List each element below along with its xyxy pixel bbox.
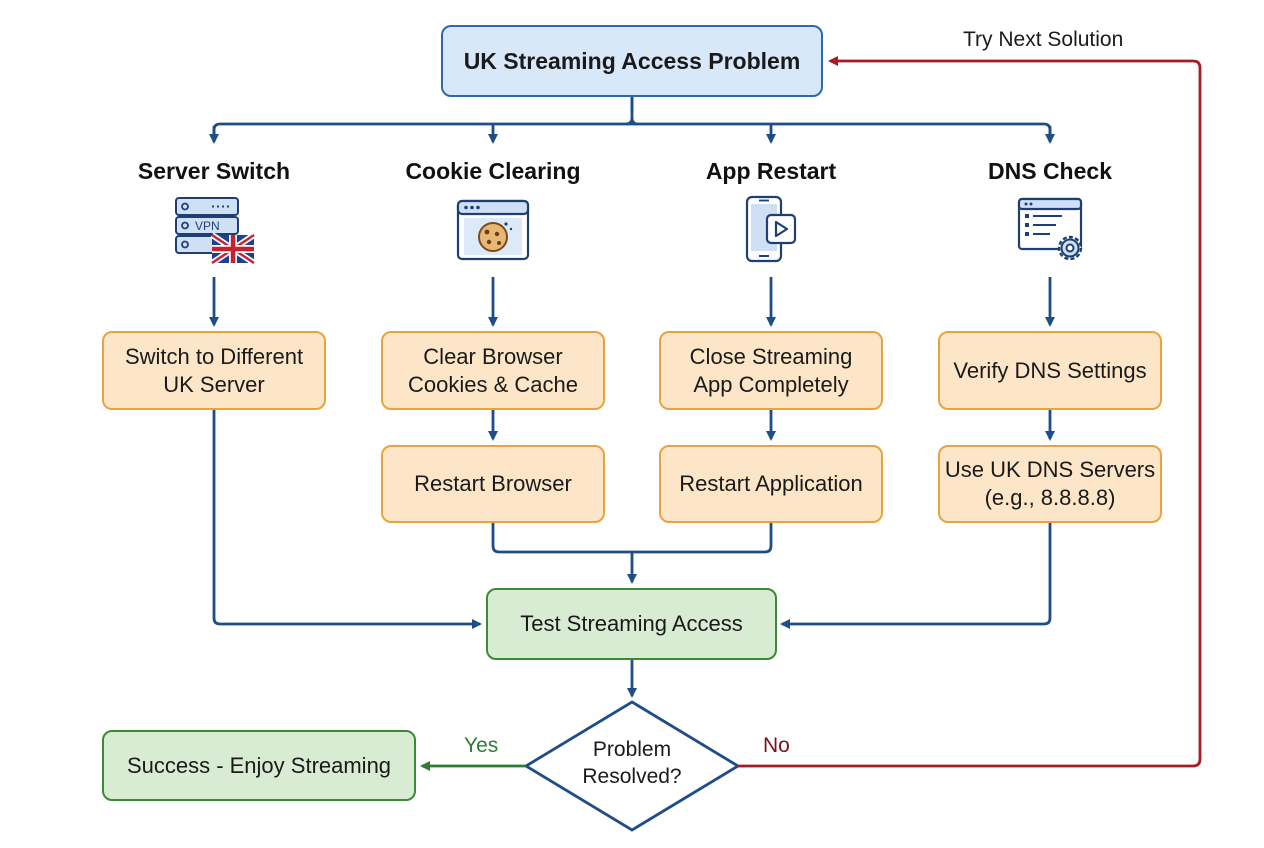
step-verify-dns: Verify DNS Settings — [938, 331, 1162, 410]
step-uk-dns-servers: Use UK DNS Servers(e.g., 8.8.8.8) — [938, 445, 1162, 523]
title-box: UK Streaming Access Problem — [441, 25, 823, 97]
test-streaming-box: Test Streaming Access — [486, 588, 777, 660]
arrow-title-to-branch-bar — [212, 122, 1052, 142]
step-restart-browser: Restart Browser — [381, 445, 605, 523]
vpn-server-uk-flag-icon: VPN — [175, 197, 256, 266]
heading-dns-check: DNS Check — [988, 158, 1112, 184]
success-box: Success - Enjoy Streaming — [102, 730, 416, 801]
mobile-play-icon — [745, 195, 797, 263]
svg-text:VPN: VPN — [195, 219, 220, 233]
heading-server-switch: Server Switch — [137, 158, 291, 184]
browser-cookie-icon — [456, 199, 530, 261]
title-text: UK Streaming Access Problem — [463, 48, 801, 74]
decision-diamond — [523, 700, 741, 832]
arrow-middle-merge — [491, 523, 773, 554]
no-label: No — [763, 734, 790, 757]
yes-label: Yes — [464, 734, 499, 757]
arrow-no-loop-back — [738, 56, 1202, 768]
decision-text: Problem Resolved? — [582, 738, 682, 788]
arrow-dns-to-test — [780, 523, 1052, 629]
loop-label: Try Next Solution — [963, 28, 1124, 51]
heading-cookie-clearing: Cookie Clearing — [405, 158, 581, 184]
step-restart-application: Restart Application — [659, 445, 883, 523]
arrow-server-to-test — [212, 410, 482, 629]
settings-list-gear-icon — [1017, 197, 1083, 261]
heading-app-restart: App Restart — [705, 158, 837, 184]
arrow-title-stem — [625, 97, 639, 126]
